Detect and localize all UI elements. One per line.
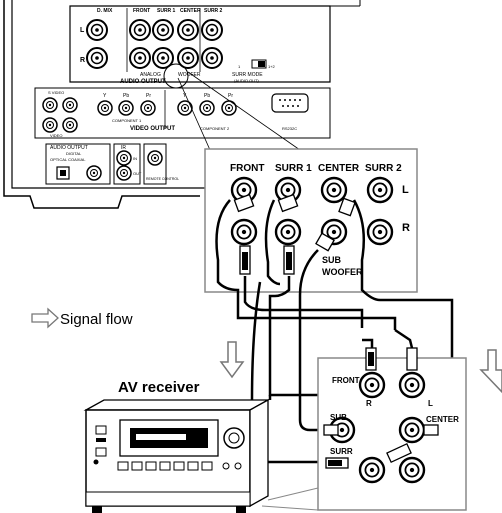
- surr1-jack-label: SURR 1: [157, 8, 176, 14]
- rs232c-port: [272, 94, 308, 112]
- surr-mode-sub: (AUDIO OUT): [234, 78, 260, 83]
- remote-in-jack: [148, 151, 162, 165]
- ir-in-label: IN: [133, 156, 137, 161]
- digital-label: DIGITAL: [66, 151, 82, 156]
- audio-output-label: AUDIO OUTPUT: [120, 79, 166, 85]
- zoom-front-r-jack: [232, 220, 256, 244]
- signal-flow-label: Signal flow: [60, 311, 133, 328]
- sub-plug: [324, 425, 338, 435]
- receiver-sub-label: SUB: [330, 413, 347, 422]
- front-r-jack: [130, 48, 150, 68]
- component1-label: COMPONENT 1: [112, 118, 142, 123]
- zoom-r-label: R: [402, 222, 410, 234]
- comp1-pr-label: Pr: [146, 93, 151, 99]
- surr1-l-jack: [153, 20, 173, 40]
- center-jack-label: CENTER: [180, 8, 201, 14]
- dmix-l-jack: [87, 20, 107, 40]
- comp1-pr-jack: [141, 101, 155, 115]
- receiver-front-label: FRONT: [332, 376, 360, 385]
- zoom-front-label: FRONT: [230, 163, 264, 174]
- receiver-r-label: R: [366, 399, 372, 408]
- receiver-center-jack: [400, 418, 424, 442]
- surr2-jack-label: SURR 2: [204, 8, 223, 14]
- front-jack-label: FRONT: [133, 8, 150, 14]
- zoom-center-jack: [322, 178, 346, 202]
- signal-flow-legend: Signal flow: [32, 309, 133, 328]
- dmix-r-jack: [87, 48, 107, 68]
- receiver-surr-l-jack: [400, 458, 424, 482]
- zoom-woofer-label: WOOFER: [322, 267, 363, 277]
- optical-coaxial-label: OPTICAL COAXIAL: [50, 157, 86, 162]
- component2-label: COMPONENT 2: [200, 126, 230, 131]
- ir-label: IR: [121, 145, 126, 151]
- svideo-jack-1: [43, 98, 57, 112]
- surr2-l-jack: [202, 20, 222, 40]
- comp1-pb-label: Pb: [123, 93, 129, 99]
- video-jack-1: [43, 118, 57, 132]
- receiver-l-label: L: [428, 399, 433, 408]
- center-plug: [424, 425, 438, 435]
- comp2-pb-jack: [200, 101, 214, 115]
- ir-out-label: OUT: [133, 171, 142, 176]
- zoom-surr1-r-jack: [276, 220, 300, 244]
- av-receiver-device: [86, 400, 268, 513]
- ir-out-jack: [117, 166, 131, 180]
- zoom-surr2-label: SURR 2: [365, 163, 402, 174]
- rs232c-label: RS232C: [282, 126, 297, 131]
- video-output-label: VIDEO OUTPUT: [130, 126, 175, 132]
- comp1-y-jack: [98, 101, 112, 115]
- svideo-jack-2: [63, 98, 77, 112]
- switch-pos-1: 1: [238, 64, 241, 69]
- switch-pos-12: 1+2: [268, 64, 276, 69]
- receiver-center-label: CENTER: [426, 415, 459, 424]
- panel-l-label: L: [80, 27, 85, 34]
- arrow-down-icon: [221, 342, 243, 377]
- video-jack-2: [63, 118, 77, 132]
- remote-control-label: REMOTE CONTROL: [146, 177, 179, 181]
- panel-r-label: R: [80, 57, 85, 64]
- dmix-label: D. MIX: [97, 8, 113, 14]
- receiver-front-l-jack: [400, 373, 424, 397]
- analog-label: ANALOG: [140, 72, 161, 78]
- svideo-label: S VIDEO: [48, 90, 64, 95]
- comp2-pr-jack: [222, 101, 236, 115]
- surr2-r-jack: [202, 48, 222, 68]
- receiver-front-r-jack: [360, 373, 384, 397]
- zoom-center-label: CENTER: [318, 163, 360, 174]
- arrow-right-icon: [32, 309, 58, 327]
- zoom-sub-label: SUB: [322, 255, 342, 265]
- comp2-pr-label: Pr: [228, 93, 233, 99]
- surr1-r-jack: [153, 48, 173, 68]
- comp2-pb-label: Pb: [204, 93, 210, 99]
- zoom-surr1-label: SURR 1: [275, 163, 312, 174]
- coaxial-jack: [87, 166, 101, 180]
- zoom-surr2-r-jack: [368, 220, 392, 244]
- receiver-surr-label: SURR: [330, 447, 353, 456]
- receiver-surr-r-jack: [360, 458, 384, 482]
- comp1-pb-jack: [119, 101, 133, 115]
- video-label: VIDEO: [50, 133, 62, 138]
- center-jack: [178, 20, 198, 40]
- arrow-down-icon-right: [481, 350, 502, 392]
- front-l-jack: [130, 20, 150, 40]
- zoom-surr2-l-jack: [368, 178, 392, 202]
- comp1-y-label: Y: [103, 93, 107, 99]
- ir-in-jack: [117, 151, 131, 165]
- front-l-plug: [407, 348, 417, 370]
- av-receiver-title: AV receiver: [118, 379, 200, 396]
- comp2-y-jack: [178, 101, 192, 115]
- zoom-l-label: L: [402, 184, 409, 196]
